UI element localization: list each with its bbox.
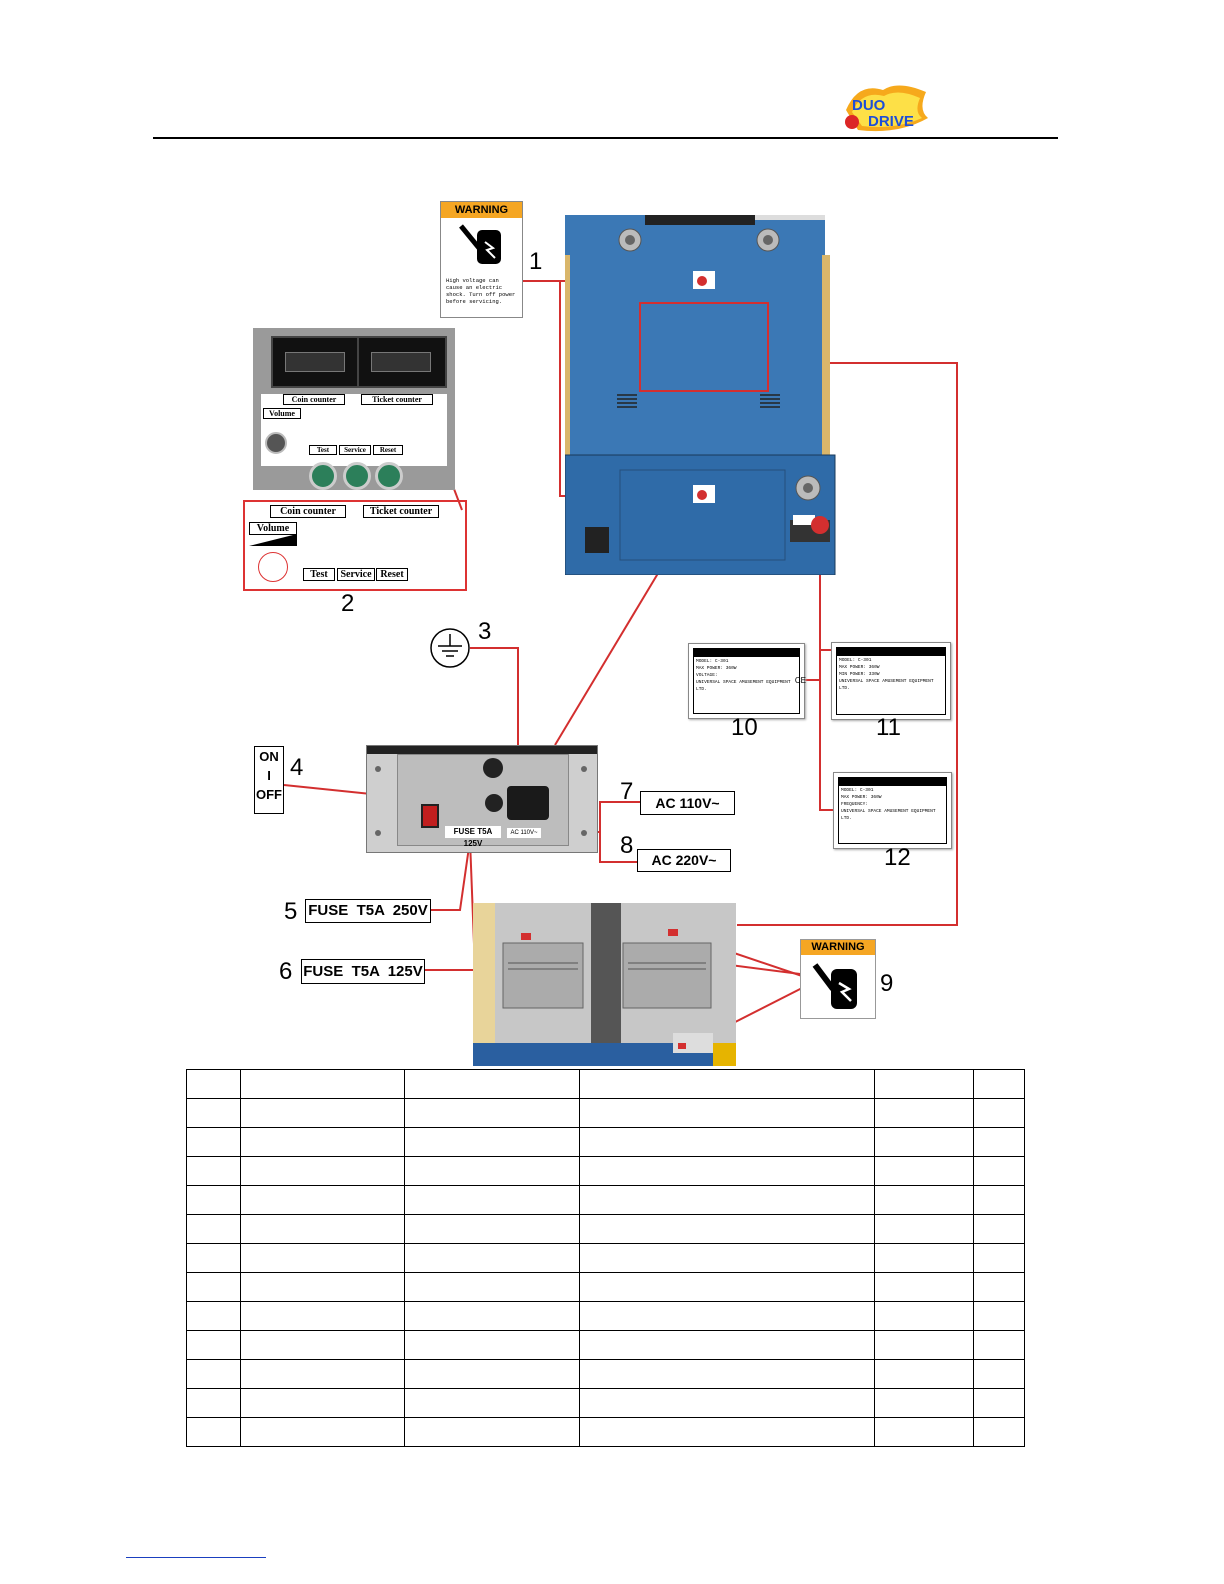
ac-220v-label: AC 220V~ xyxy=(637,849,731,872)
callout-1: 1 xyxy=(529,248,542,276)
callout-4: 4 xyxy=(290,754,303,782)
table-row xyxy=(187,1215,1025,1244)
warning-body: High voltage can cause an electric shock… xyxy=(441,275,522,307)
electric-shock-hand-icon xyxy=(801,955,873,1015)
table-row xyxy=(187,1389,1025,1418)
test-button xyxy=(309,462,337,490)
warning-sign-small: WARNING xyxy=(800,939,876,1019)
reset-label: Reset xyxy=(376,568,408,581)
parts-table xyxy=(186,1069,1025,1447)
volume-tag: Volume xyxy=(263,408,301,419)
fuse-holder xyxy=(485,794,503,812)
service-tag: Service xyxy=(339,445,371,455)
callout-5: 5 xyxy=(284,898,297,926)
table-row xyxy=(187,1157,1025,1186)
ticket-counter-tag: Ticket counter xyxy=(361,394,433,405)
fuse-125v-label: FUSE T5A 125V xyxy=(301,959,425,984)
table-row xyxy=(187,1128,1025,1157)
control-panel-diagram: Coin counter Ticket counter Volume Test … xyxy=(243,500,467,591)
callout-6: 6 xyxy=(279,958,292,986)
iec-power-socket xyxy=(507,786,549,820)
volume-knob xyxy=(265,432,287,454)
test-label: Test xyxy=(303,568,335,581)
warning-small-title: WARNING xyxy=(801,940,875,955)
table-row xyxy=(187,1070,1025,1099)
callout-3: 3 xyxy=(478,618,491,646)
table-row xyxy=(187,1244,1025,1273)
reset-tag: Reset xyxy=(373,445,403,455)
table-row xyxy=(187,1331,1025,1360)
callout-12: 12 xyxy=(884,844,911,872)
ac-110v-label: AC 110V~ xyxy=(640,791,735,815)
service-button xyxy=(343,462,371,490)
warning-sign: WARNING High voltage can cause an electr… xyxy=(440,201,523,318)
table-row xyxy=(187,1273,1025,1302)
coin-counter-label: Coin counter xyxy=(270,505,346,518)
table-row xyxy=(187,1186,1025,1215)
coin-counter-tag: Coin counter xyxy=(283,394,345,405)
callout-8: 8 xyxy=(620,832,633,860)
ground-symbol-icon xyxy=(428,628,473,670)
coin-counter-window xyxy=(271,336,361,388)
fuse-sticker: FUSE T5A 125V xyxy=(445,826,501,838)
electric-shock-hand-icon xyxy=(441,218,520,270)
callout-10: 10 xyxy=(731,714,758,742)
volume-circle xyxy=(258,552,288,582)
callout-7: 7 xyxy=(620,778,633,806)
power-switch xyxy=(421,804,439,828)
table-row xyxy=(187,1360,1025,1389)
footer-link[interactable] xyxy=(126,1557,266,1558)
callout-11: 11 xyxy=(876,714,901,742)
ticket-counter-window xyxy=(357,336,447,388)
cabinet-rear-view xyxy=(565,215,842,575)
table-row xyxy=(187,1418,1025,1447)
service-label: Service xyxy=(337,568,375,581)
fuse-250v-label: FUSE T5A 250V xyxy=(305,899,431,923)
callout-2: 2 xyxy=(341,590,354,618)
test-tag: Test xyxy=(309,445,337,455)
table-row xyxy=(187,1099,1025,1128)
ticket-counter-label: Ticket counter xyxy=(363,505,439,518)
ac-sticker: AC 110V~ xyxy=(507,828,541,838)
reset-button xyxy=(375,462,403,490)
ground-terminal xyxy=(483,758,503,778)
power-inlet-box: FUSE T5A 125V AC 110V~ xyxy=(366,745,598,853)
power-supply-photo xyxy=(473,903,736,1066)
callout-9: 9 xyxy=(880,970,893,998)
table-row xyxy=(187,1302,1025,1331)
control-panel-photo: Coin counter Ticket counter Volume Test … xyxy=(253,328,455,490)
warning-title: WARNING xyxy=(441,202,522,218)
